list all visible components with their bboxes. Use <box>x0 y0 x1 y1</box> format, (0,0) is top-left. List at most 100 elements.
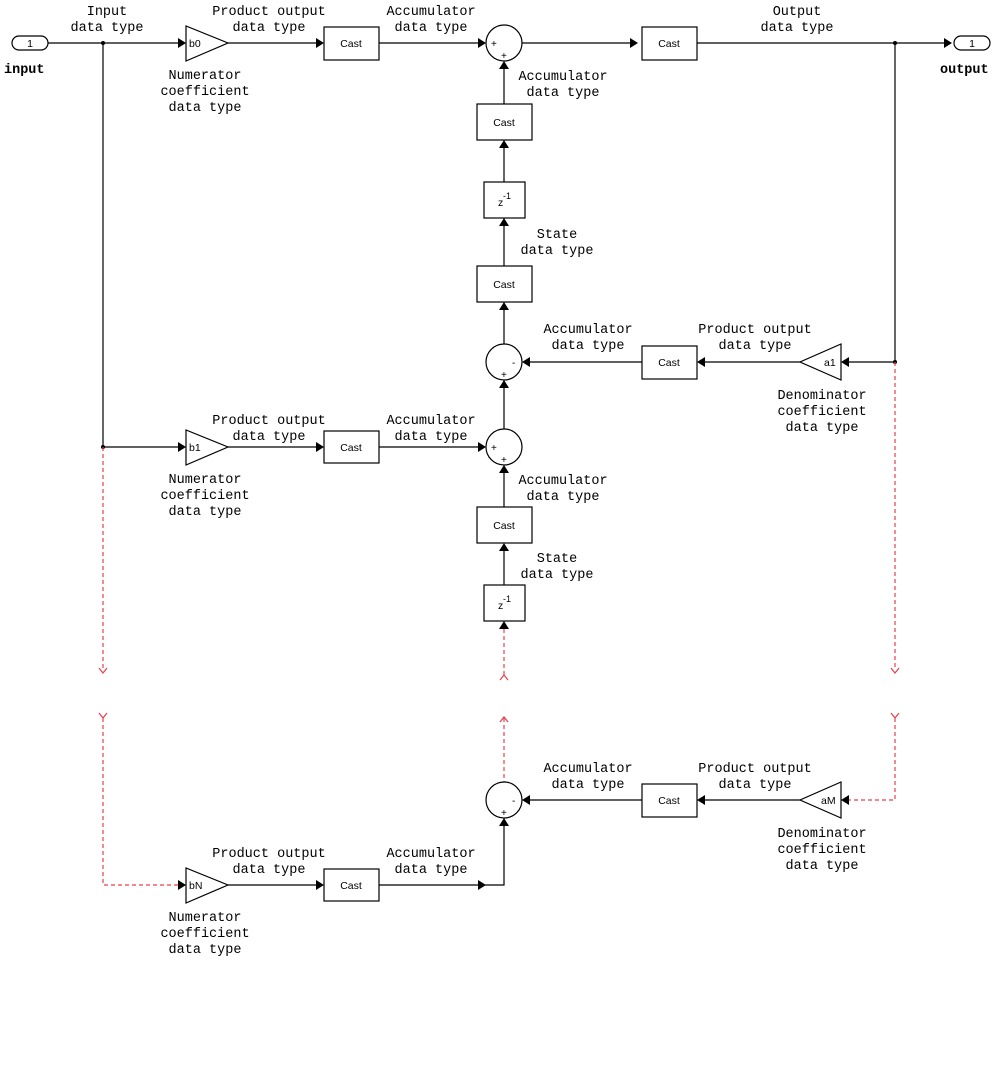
numerator-coeff-label-bN-2: coefficient <box>160 927 249 942</box>
accumulator-label-sum0-1: Accumulator <box>518 70 607 85</box>
cast-block-state1-in[interactable]: Cast <box>476 265 533 303</box>
denominator-coeff-label-a1-2: coefficient <box>777 405 866 420</box>
cast-label: Cast <box>658 795 680 807</box>
continuation-tail-input <box>98 712 108 719</box>
arrow-icon <box>522 357 530 367</box>
input-data-type-label-2: data type <box>71 21 144 36</box>
output-port[interactable]: 1 <box>953 35 991 51</box>
accumulator-label-top-2: data type <box>395 21 468 36</box>
arrow-icon <box>499 218 509 226</box>
arrow-icon <box>697 795 705 805</box>
accumulator-label-a1-1: Accumulator <box>543 323 632 338</box>
numerator-coeff-label-b0-2: coefficient <box>160 85 249 100</box>
accumulator-label-b1-1: Accumulator <box>386 414 475 429</box>
cast-block-b0[interactable]: Cast <box>323 26 380 61</box>
cast-label: Cast <box>493 520 515 532</box>
arrow-icon <box>630 38 638 48</box>
gain-aM[interactable]: aM <box>798 781 842 819</box>
output-port-label: output <box>940 63 989 78</box>
input-port-label: input <box>4 63 45 78</box>
product-output-label-bN-1: Product output <box>212 847 325 862</box>
denominator-coeff-label-a1-3: data type <box>786 421 859 436</box>
cast-label: Cast <box>340 38 362 50</box>
cast-label: Cast <box>340 880 362 892</box>
input-data-type-label-1: Input <box>87 5 128 20</box>
denominator-coeff-label-aM-2: coefficient <box>777 843 866 858</box>
cast-label: Cast <box>493 117 515 129</box>
continuation-arrow-input <box>98 667 108 674</box>
arrow-icon <box>316 38 324 48</box>
gain-a1[interactable]: a1 <box>798 343 842 381</box>
arrow-icon <box>944 38 952 48</box>
product-output-label-b0-1: Product output <box>212 5 325 20</box>
wire-output-feedback-a1 <box>849 43 896 363</box>
product-output-label-b1-1: Product output <box>212 414 325 429</box>
cast-block-b1[interactable]: Cast <box>323 430 380 464</box>
cast-block-state1[interactable]: Cast <box>476 103 533 141</box>
sum-block-a1[interactable]: - + <box>485 343 523 381</box>
gain-a1-label: a1 <box>824 357 836 369</box>
gain-bN-label: bN <box>189 880 202 892</box>
state-label-1-1: State <box>537 228 578 243</box>
wire-input-to-b1 <box>102 43 178 448</box>
product-output-label-aM-2: data type <box>719 778 792 793</box>
sum-block-0[interactable]: + + <box>485 24 523 62</box>
input-port-number: 1 <box>27 38 33 50</box>
sum1-plus-bottom: + <box>501 455 507 466</box>
output-data-type-label-2: data type <box>761 21 834 36</box>
suma1-minus: - <box>512 358 515 369</box>
delay-block-2[interactable]: z -1 <box>483 584 526 622</box>
state-label-2-2: data type <box>521 568 594 583</box>
arrow-icon <box>478 442 486 452</box>
arrow-icon <box>478 38 486 48</box>
output-port-number: 1 <box>969 38 975 50</box>
arrow-icon <box>178 38 186 48</box>
accumulator-label-aM-1: Accumulator <box>543 762 632 777</box>
arrow-icon <box>697 357 705 367</box>
suma1-plus: + <box>501 370 507 381</box>
continuation-arrow-feedback <box>890 667 900 674</box>
accumulator-label-top-1: Accumulator <box>386 5 475 20</box>
accumulator-label-sum0-2: data type <box>527 86 600 101</box>
accumulator-label-sum1-2: data type <box>527 490 600 505</box>
sum-block-1[interactable]: + + <box>485 428 523 466</box>
cast-block-aM[interactable]: Cast <box>641 783 698 818</box>
delay-z: z <box>498 600 503 612</box>
input-port[interactable]: 1 <box>11 35 49 51</box>
accumulator-label-aM-2: data type <box>552 778 625 793</box>
continuation-tail-state <box>499 674 509 681</box>
gain-bN[interactable]: bN <box>185 867 230 904</box>
denominator-coeff-label-aM-1: Denominator <box>777 827 866 842</box>
continuation-input-to-bN <box>102 718 178 886</box>
gain-b1[interactable]: b1 <box>185 429 230 466</box>
numerator-coeff-label-b1-1: Numerator <box>169 473 242 488</box>
sumaM-plus: + <box>501 808 507 819</box>
arrow-icon <box>316 880 324 890</box>
continuation-feedback-to-aM <box>849 718 896 801</box>
accumulator-label-sum1-1: Accumulator <box>518 474 607 489</box>
arrow-icon <box>499 465 509 473</box>
delay-exp: -1 <box>503 191 511 201</box>
cast-block-output[interactable]: Cast <box>641 26 698 61</box>
arrow-icon <box>499 543 509 551</box>
delay-block-1[interactable]: z -1 <box>483 181 526 219</box>
cast-block-a1[interactable]: Cast <box>641 345 698 380</box>
cast-block-bN[interactable]: Cast <box>323 868 380 902</box>
cast-block-state2[interactable]: Cast <box>476 506 533 544</box>
state-label-1-2: data type <box>521 244 594 259</box>
arrow-icon <box>499 621 509 629</box>
gain-b0[interactable]: b0 <box>185 25 230 62</box>
cast-label: Cast <box>658 38 680 50</box>
sum-block-aM[interactable]: - + <box>485 781 523 819</box>
product-output-label-b0-2: data type <box>233 21 306 36</box>
accumulator-label-bN-2: data type <box>395 863 468 878</box>
numerator-coeff-label-b0-3: data type <box>169 101 242 116</box>
continuation-arrow-state <box>499 716 509 723</box>
delay-z: z <box>498 197 503 209</box>
sum0-plus-left: + <box>491 39 497 50</box>
accumulator-label-a1-2: data type <box>552 339 625 354</box>
product-output-label-aM-1: Product output <box>698 762 811 777</box>
cast-label: Cast <box>340 442 362 454</box>
sumaM-minus: - <box>512 796 515 807</box>
output-data-type-label-1: Output <box>773 5 822 20</box>
